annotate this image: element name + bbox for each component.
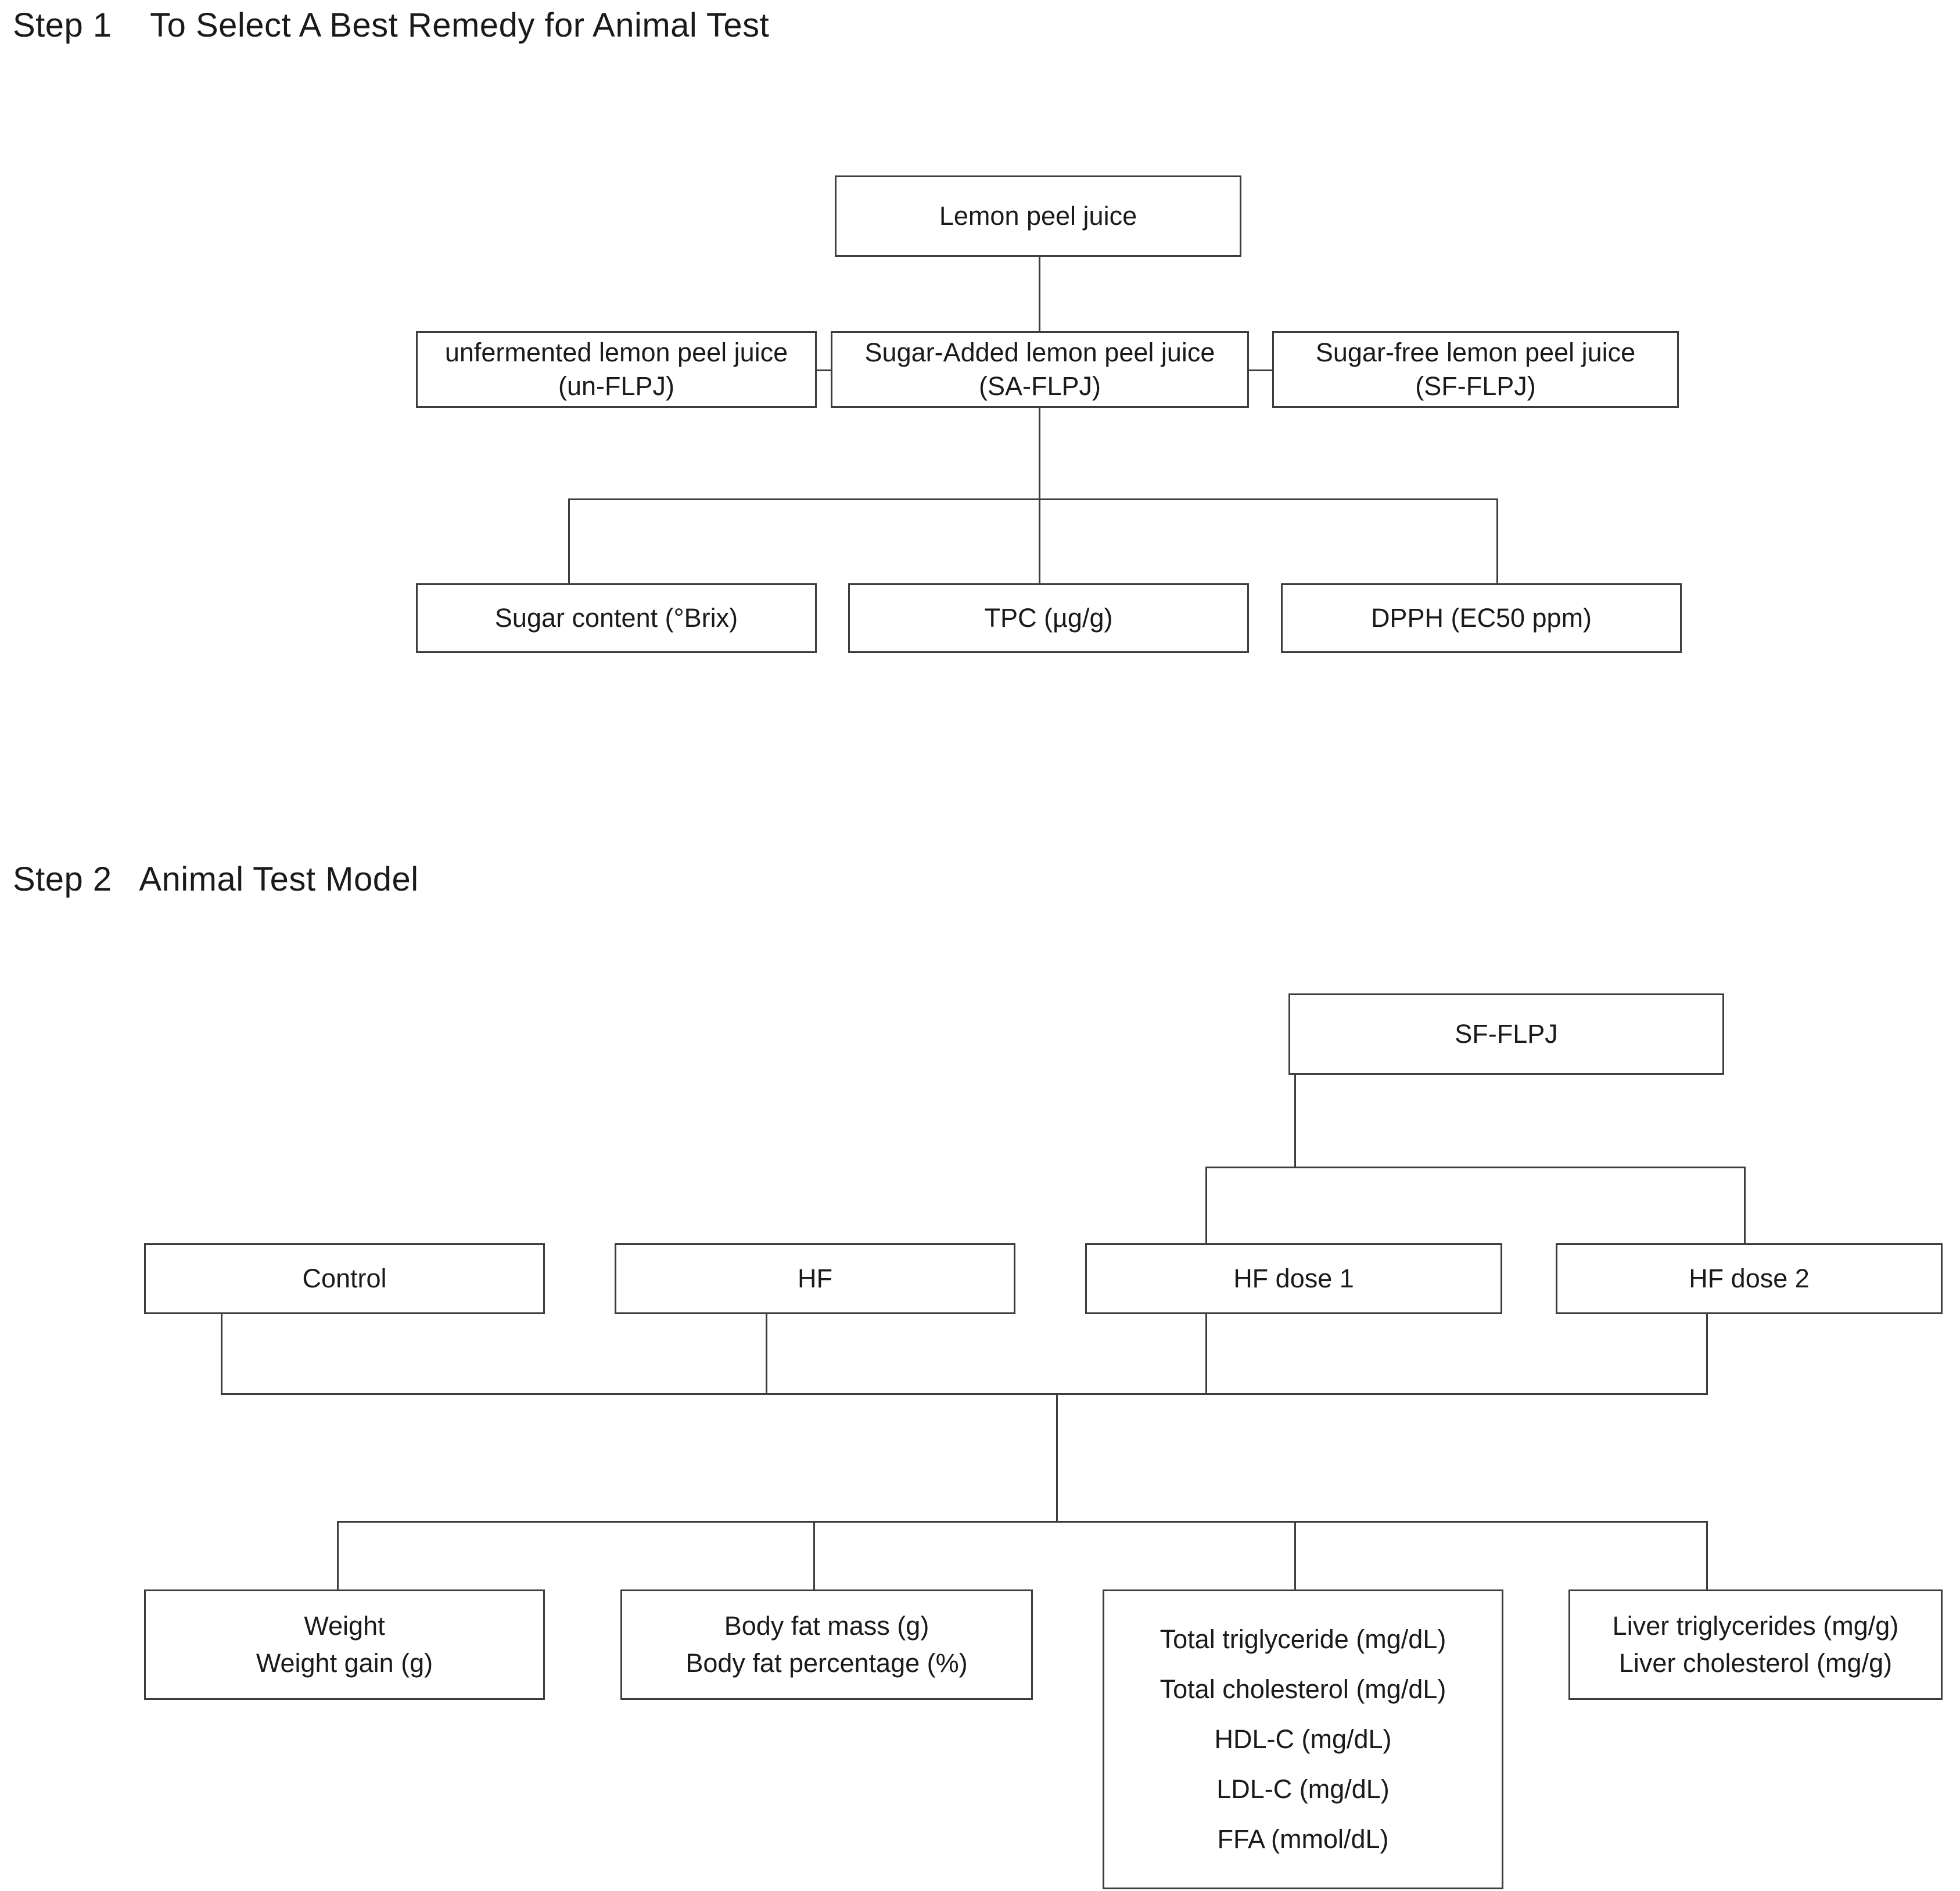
node-label-line-5: FFA (mmol/dL) (1217, 1824, 1389, 1854)
connector-control-down (221, 1314, 222, 1394)
connector-bus-to-dpph (1496, 498, 1498, 584)
connector-hf-down (766, 1314, 767, 1394)
step-1-title: Step 1 To Select A Best Remedy for Anima… (13, 6, 770, 44)
node-hf-dose-2[interactable]: HF dose 2 (1556, 1243, 1943, 1314)
node-tpc[interactable]: TPC (µg/g) (848, 583, 1249, 653)
node-label-line-2: (SF-FLPJ) (1415, 371, 1536, 401)
connector-bus-to-sugar-content (568, 498, 570, 584)
connector-bus-to-blood-lipids (1294, 1521, 1296, 1591)
node-label-line-1: Body fat mass (g) (724, 1610, 929, 1641)
node-label-line-1: Total triglyceride (mg/dL) (1160, 1624, 1446, 1654)
node-label-line-1: Sugar-free lemon peel juice (1315, 337, 1636, 367)
node-label-line-2: Body fat percentage (%) (685, 1648, 968, 1678)
node-label: HF dose 2 (1689, 1263, 1810, 1293)
node-label-line-1: unfermented lemon peel juice (444, 337, 788, 367)
connector-bus-to-hf-dose-1 (1205, 1167, 1207, 1243)
node-label: Sugar content (°Brix) (494, 602, 738, 633)
node-label: HF dose 1 (1233, 1263, 1354, 1293)
connector-sfflpj-down (1294, 1075, 1296, 1168)
node-lemon-peel-juice[interactable]: Lemon peel juice (835, 175, 1241, 257)
node-hf-dose-1[interactable]: HF dose 1 (1085, 1243, 1502, 1314)
node-label: HF (798, 1263, 832, 1293)
connector-un-to-sa (814, 369, 832, 371)
node-blood-lipid-measures[interactable]: Total triglyceride (mg/dL) Total cholest… (1103, 1589, 1503, 1889)
connector-hf-dose-2-down (1706, 1314, 1708, 1394)
node-label: DPPH (EC50 ppm) (1370, 602, 1592, 633)
node-label: SF-FLPJ (1455, 1018, 1558, 1049)
connector-bus-to-tpc (1039, 498, 1040, 584)
connector-bus-to-weight (337, 1521, 339, 1591)
connector-group-bus (1205, 1167, 1746, 1168)
node-weight-measures[interactable]: Weight Weight gain (g) (144, 1589, 545, 1700)
node-sugar-added-lemon-peel-juice[interactable]: Sugar-Added lemon peel juice (SA-FLPJ) (831, 331, 1249, 408)
node-label-line-2: Total cholesterol (mg/dL) (1160, 1674, 1446, 1704)
connector-hf-dose-1-down (1205, 1314, 1207, 1394)
node-label-line-3: HDL-C (mg/dL) (1214, 1724, 1392, 1754)
node-label-line-1: Sugar-Added lemon peel juice (864, 337, 1215, 367)
node-label-line-2: Weight gain (g) (256, 1648, 433, 1678)
node-control[interactable]: Control (144, 1243, 545, 1314)
connector-bus-to-hf-dose-2 (1744, 1167, 1746, 1243)
node-label-line-1: Liver triglycerides (mg/g) (1612, 1610, 1899, 1641)
connector-bus-to-body-fat (813, 1521, 815, 1591)
node-label-line-1: Weight (304, 1610, 385, 1641)
connector-measure-bus-lower (337, 1521, 1708, 1523)
node-sf-flpj[interactable]: SF-FLPJ (1288, 993, 1724, 1075)
node-hf[interactable]: HF (615, 1243, 1015, 1314)
connector-assay-bus (568, 498, 1498, 500)
node-unfermented-lemon-peel-juice[interactable]: unfermented lemon peel juice (un-FLPJ) (416, 331, 817, 408)
connector-sa-down (1039, 407, 1040, 500)
node-label-line-2: (un-FLPJ) (558, 371, 675, 401)
node-liver-measures[interactable]: Liver triglycerides (mg/g) Liver cholest… (1568, 1589, 1943, 1700)
step-2-title: Step 2 Animal Test Model (13, 860, 419, 898)
node-label: Control (302, 1263, 387, 1293)
node-label: Lemon peel juice (939, 200, 1137, 231)
node-dpph[interactable]: DPPH (EC50 ppm) (1281, 583, 1682, 653)
connector-measure-bus-upper (221, 1393, 1708, 1395)
connector-sa-to-sf (1247, 369, 1273, 371)
node-sugar-free-lemon-peel-juice[interactable]: Sugar-free lemon peel juice (SF-FLPJ) (1272, 331, 1679, 408)
node-label-line-4: LDL-C (mg/dL) (1216, 1774, 1390, 1804)
node-label-line-2: (SA-FLPJ) (978, 371, 1101, 401)
connector-bus-to-liver (1706, 1521, 1708, 1591)
connector-root-to-sa (1039, 254, 1040, 333)
node-label: TPC (µg/g) (984, 602, 1113, 633)
node-body-fat-measures[interactable]: Body fat mass (g) Body fat percentage (%… (620, 1589, 1033, 1700)
node-label-line-2: Liver cholesterol (mg/g) (1618, 1648, 1893, 1678)
node-sugar-content[interactable]: Sugar content (°Brix) (416, 583, 817, 653)
connector-measure-spine (1056, 1393, 1058, 1522)
